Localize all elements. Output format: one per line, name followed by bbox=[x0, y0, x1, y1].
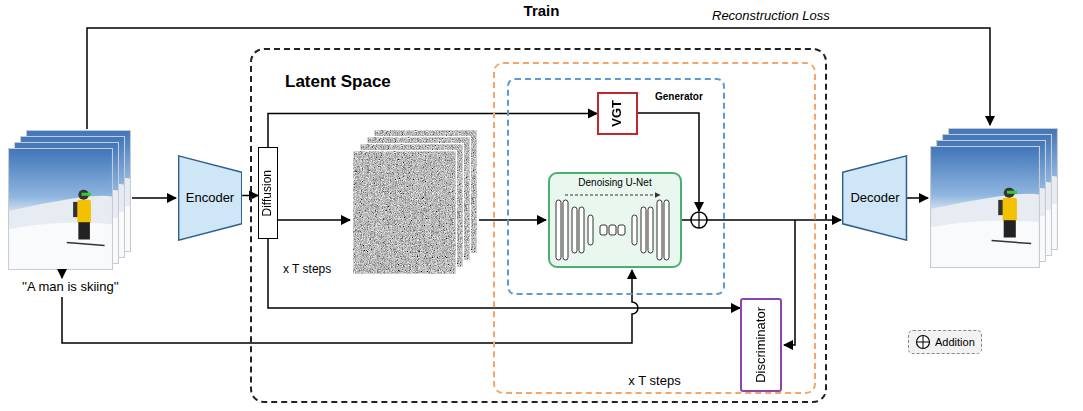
addition-symbol bbox=[691, 212, 707, 228]
drawing-part bbox=[549, 173, 681, 267]
drawing-part bbox=[352, 150, 457, 275]
drawing-part bbox=[563, 200, 568, 260]
block-label: Decoder bbox=[850, 191, 899, 206]
drawing-part bbox=[572, 207, 577, 253]
block-label: Denoising U-Net bbox=[578, 177, 651, 189]
prompt-text: ''A man is skiing'' bbox=[22, 280, 119, 295]
trapezoid-shape bbox=[843, 156, 907, 240]
input-frames bbox=[8, 130, 131, 270]
drawing-part bbox=[556, 200, 561, 260]
latent-space-region: Latent SpaceDiffusion x T steps GeneratorV… bbox=[250, 48, 827, 403]
drawing-part bbox=[479, 219, 546, 221]
drawing-part bbox=[609, 225, 616, 235]
drawing-part bbox=[132, 197, 176, 199]
unet-illustration bbox=[549, 173, 681, 267]
drawing-part bbox=[638, 113, 699, 211]
block-label: Encoder bbox=[186, 191, 234, 206]
block-label: Discriminator bbox=[754, 307, 769, 383]
drawing-part bbox=[278, 219, 350, 221]
drawing-part bbox=[657, 200, 662, 260]
drawing-part bbox=[784, 220, 795, 345]
drawing-part bbox=[698, 212, 699, 228]
drawing-part bbox=[556, 200, 669, 260]
drawing-part bbox=[62, 270, 638, 343]
noise-frames bbox=[352, 129, 478, 275]
legend-box: Addition bbox=[908, 330, 982, 354]
timestep-loop-region: x T stepsGeneratorVGTDenoising U-NetDisc… bbox=[493, 62, 816, 394]
drawing-part bbox=[61, 270, 63, 278]
drawing-part bbox=[930, 146, 1040, 268]
drawing-part bbox=[618, 225, 625, 235]
steps-label: x T steps bbox=[283, 263, 331, 277]
drawing-part bbox=[588, 215, 593, 245]
drawing-part bbox=[632, 215, 637, 245]
drawing-part bbox=[579, 207, 584, 253]
vgt-block: VGT bbox=[597, 92, 638, 135]
drawing-part bbox=[641, 207, 646, 253]
diagram-title: Train bbox=[0, 2, 1083, 19]
drawing-part bbox=[600, 225, 607, 235]
wires bbox=[62, 28, 990, 345]
legend-text: Addition bbox=[935, 336, 975, 349]
discriminator-block: Discriminator bbox=[740, 298, 782, 392]
swatch-plus bbox=[923, 336, 924, 349]
drawing-part bbox=[682, 219, 691, 221]
output-frames bbox=[930, 128, 1058, 268]
encoder-block: Encoder bbox=[178, 155, 242, 241]
loss-label: Reconstruction Loss bbox=[712, 9, 830, 24]
decoder-block: Decoder bbox=[842, 155, 907, 241]
flow-arrow bbox=[268, 239, 740, 308]
block-label: Diffusion bbox=[261, 170, 275, 216]
drawing-part bbox=[707, 219, 841, 221]
drawing-part bbox=[691, 212, 707, 228]
drawing-part bbox=[8, 148, 113, 270]
drawing-part bbox=[907, 197, 928, 199]
drawing-part bbox=[648, 207, 653, 253]
diffusion-block: Diffusion bbox=[258, 147, 278, 239]
unet-block: Denoising U-Net bbox=[548, 172, 682, 268]
region-heading: Generator bbox=[655, 91, 703, 103]
block-label: VGT bbox=[610, 100, 625, 127]
generator-region: GeneratorVGT Denoising U-Net bbox=[507, 78, 725, 295]
drawing-part bbox=[664, 200, 669, 260]
flow-arrow bbox=[268, 114, 597, 148]
swatch-circle bbox=[917, 336, 930, 349]
drawing-part bbox=[565, 195, 660, 196]
region-heading: Latent Space bbox=[285, 72, 391, 92]
trapezoid-shape bbox=[178, 156, 241, 240]
addition-swatch bbox=[915, 334, 931, 350]
